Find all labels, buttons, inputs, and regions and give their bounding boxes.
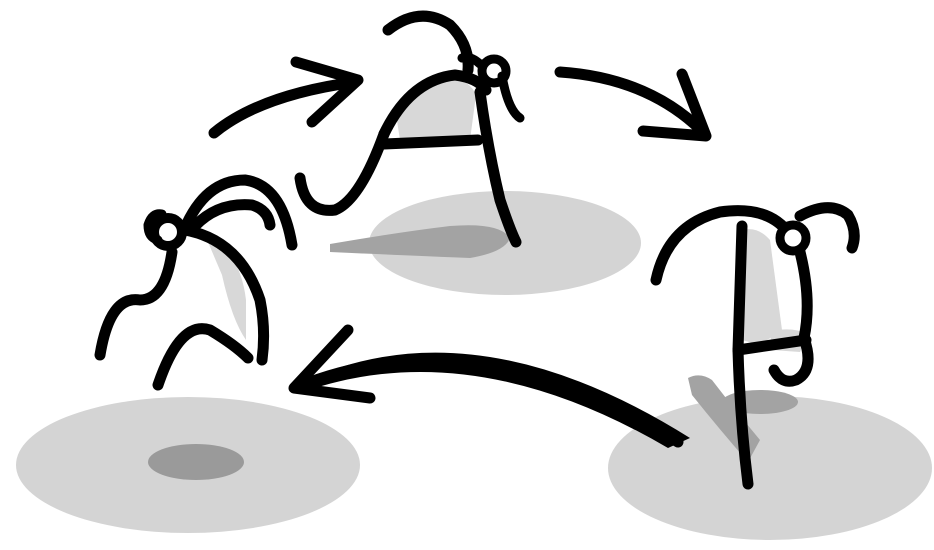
curved-arrow-left-icon: [294, 330, 690, 448]
shadow-right: [608, 375, 932, 540]
crouching-creature-icon: [100, 180, 292, 385]
shadow-left: [16, 397, 360, 533]
curved-arrow-down-right-icon: [560, 72, 706, 136]
curved-arrow-right-icon: [214, 62, 358, 133]
shadow-top: [330, 191, 641, 295]
